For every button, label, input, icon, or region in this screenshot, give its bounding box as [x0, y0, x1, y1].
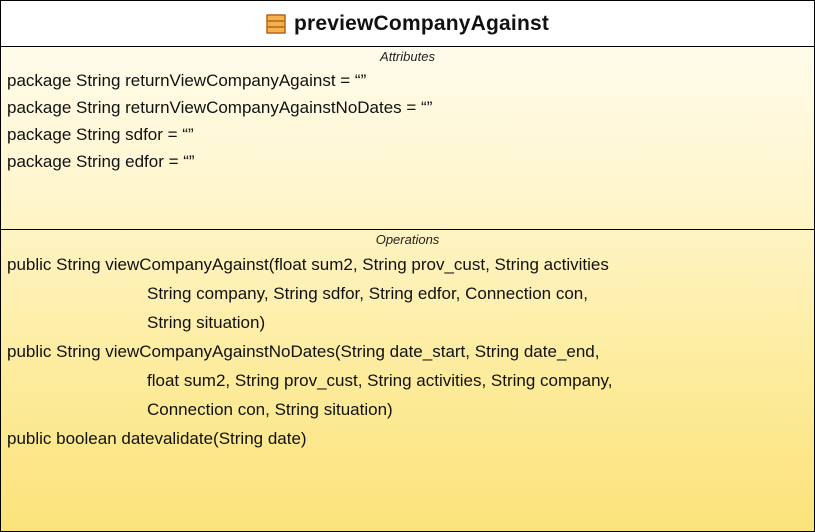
class-icon: [266, 13, 286, 34]
attributes-compartment: Attributes package String returnViewComp…: [1, 47, 814, 230]
operation-view-company-against: public String viewCompanyAgainst(float s…: [7, 250, 814, 337]
attribute-row: package String edfor = “”: [7, 152, 195, 171]
operation-line: String situation): [147, 313, 266, 332]
operation-line: public boolean datevalidate(String date): [7, 429, 307, 448]
operation-line: Connection con, String situation): [147, 400, 393, 419]
class-header: previewCompanyAgainst: [1, 1, 814, 47]
attribute-row: package String sdfor = “”: [7, 125, 194, 144]
operation-line: float sum2, String prov_cust, String act…: [147, 371, 613, 390]
operation-list: public String viewCompanyAgainst(float s…: [1, 250, 814, 453]
attributes-title: Attributes: [380, 49, 435, 64]
operation-line: String company, String sdfor, String edf…: [147, 284, 588, 303]
operation-line: public String viewCompanyAgainstNoDates(…: [7, 342, 600, 361]
attribute-row: package String returnViewCompanyAgainstN…: [7, 98, 433, 117]
operation-view-company-against-no-dates: public String viewCompanyAgainstNoDates(…: [7, 337, 814, 424]
operation-datevalidate: public boolean datevalidate(String date): [7, 424, 814, 453]
attribute-row: package String returnViewCompanyAgainst …: [7, 71, 367, 90]
operations-title: Operations: [375, 232, 440, 247]
operation-line: public String viewCompanyAgainst(float s…: [7, 255, 609, 274]
operations-compartment: Operations public String viewCompanyAgai…: [1, 230, 814, 530]
attribute-list: package String returnViewCompanyAgainst …: [1, 67, 814, 175]
class-name: previewCompanyAgainst: [293, 11, 550, 35]
